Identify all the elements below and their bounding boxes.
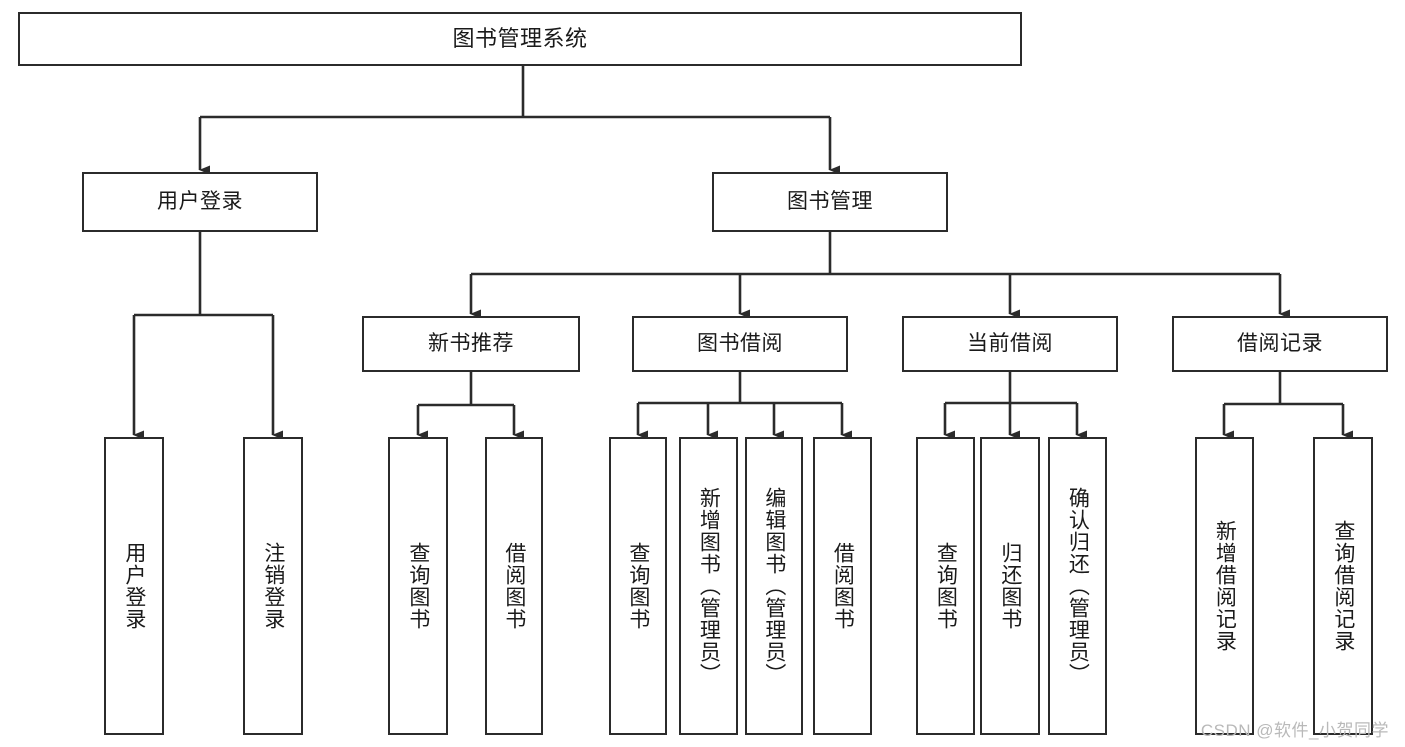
node-label: 当前借阅 — [967, 331, 1053, 355]
node-leaf-user-logout[interactable]: 注销登录 — [243, 437, 303, 735]
node-label: 编辑图书（管理员） — [762, 487, 786, 685]
node-current-borrow[interactable]: 当前借阅 — [902, 316, 1118, 372]
node-leaf-borrow-add[interactable]: 新增图书（管理员） — [679, 437, 738, 735]
node-borrow-record[interactable]: 借阅记录 — [1172, 316, 1388, 372]
node-label: 注销登录 — [261, 542, 285, 630]
node-label: 图书管理系统 — [452, 26, 588, 52]
node-label: 查询图书 — [934, 542, 958, 630]
node-label: 新增借阅记录 — [1213, 520, 1237, 652]
node-label: 用户登录 — [157, 189, 243, 213]
node-book-management-module[interactable]: 图书管理 — [712, 172, 948, 232]
node-leaf-user-login[interactable]: 用户登录 — [104, 437, 164, 735]
node-leaf-current-return[interactable]: 归还图书 — [980, 437, 1040, 735]
node-label: 借阅图书 — [831, 542, 855, 630]
node-leaf-borrow-query[interactable]: 查询图书 — [609, 437, 667, 735]
node-label: 新书推荐 — [428, 331, 514, 355]
node-label: 用户登录 — [122, 542, 146, 630]
node-label: 图书管理 — [787, 189, 873, 213]
node-label: 借阅记录 — [1237, 331, 1323, 355]
node-leaf-current-query[interactable]: 查询图书 — [916, 437, 975, 735]
node-leaf-record-query[interactable]: 查询借阅记录 — [1313, 437, 1373, 735]
node-root-system[interactable]: 图书管理系统 — [18, 12, 1022, 66]
node-label: 查询图书 — [406, 542, 430, 630]
node-label: 确认归还（管理员） — [1066, 487, 1090, 685]
node-user-login-module[interactable]: 用户登录 — [82, 172, 318, 232]
node-label: 图书借阅 — [697, 331, 783, 355]
node-book-borrow[interactable]: 图书借阅 — [632, 316, 848, 372]
node-leaf-current-confirm-return[interactable]: 确认归还（管理员） — [1048, 437, 1107, 735]
node-label: 归还图书 — [998, 542, 1022, 630]
node-new-book-recommend[interactable]: 新书推荐 — [362, 316, 580, 372]
node-leaf-borrow-borrow[interactable]: 借阅图书 — [813, 437, 872, 735]
node-leaf-record-add[interactable]: 新增借阅记录 — [1195, 437, 1254, 735]
node-leaf-newbook-borrow[interactable]: 借阅图书 — [485, 437, 543, 735]
node-label: 查询借阅记录 — [1331, 520, 1355, 652]
node-label: 新增图书（管理员） — [697, 487, 721, 685]
node-leaf-borrow-edit[interactable]: 编辑图书（管理员） — [745, 437, 803, 735]
node-leaf-newbook-query[interactable]: 查询图书 — [388, 437, 448, 735]
node-label: 查询图书 — [626, 542, 650, 630]
node-label: 借阅图书 — [502, 542, 526, 630]
